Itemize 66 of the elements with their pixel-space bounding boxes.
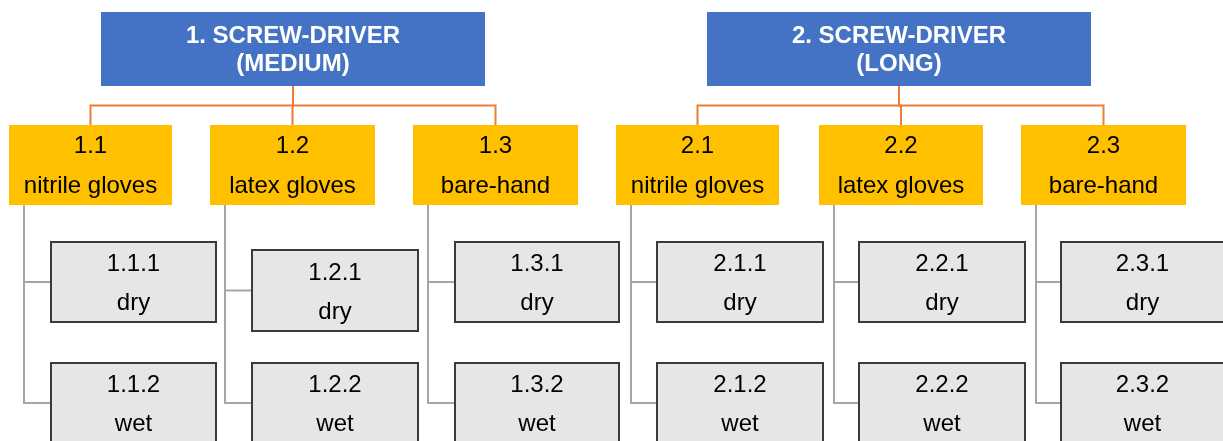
node-label: 2. SCREW-DRIVER (LONG)	[790, 21, 1008, 77]
condition-box	[1060, 241, 1223, 323]
node-label: wet	[316, 408, 354, 438]
item-number: 1.1.2	[106, 369, 161, 399]
item-number: 1.2	[275, 130, 310, 160]
item-number: 2.2.2	[915, 369, 969, 399]
node-label: wet	[114, 408, 153, 438]
node-label: wet	[721, 408, 759, 438]
item-number: 2.2	[884, 130, 918, 160]
condition-box	[50, 241, 217, 323]
category-box	[616, 125, 779, 205]
node-label: dry	[1125, 287, 1160, 317]
item-number: 2.3	[1086, 130, 1121, 160]
item-number: 2.3.1	[1115, 248, 1170, 278]
item-number: 1.2.1	[308, 256, 362, 287]
connector-line	[23, 204, 51, 404]
condition-box	[656, 362, 824, 441]
condition-box	[656, 241, 824, 323]
condition-box	[251, 249, 419, 332]
node-label: nitrile gloves	[630, 170, 765, 200]
node-label: wet	[1123, 408, 1162, 438]
node-label: bare-hand	[440, 170, 551, 200]
connector-line	[1035, 204, 1061, 404]
item-number: 1.2.2	[308, 369, 362, 399]
condition-box	[251, 362, 419, 441]
title-box	[707, 12, 1091, 86]
connector-line	[224, 204, 252, 404]
item-number: 1.3.2	[510, 369, 564, 399]
item-number: 2.2.1	[915, 248, 969, 278]
node-label: latex gloves	[837, 170, 965, 200]
item-number: 2.1	[680, 130, 715, 160]
node-label: wet	[518, 408, 556, 438]
category-box	[1021, 125, 1186, 205]
connector-line	[292, 85, 497, 126]
category-box	[413, 125, 578, 205]
node-label: dry	[116, 287, 151, 317]
node-label: wet	[923, 408, 961, 438]
item-number: 2.1.2	[713, 369, 767, 399]
item-number: 1.1	[73, 130, 108, 160]
category-box	[819, 125, 983, 205]
node-label: 1. SCREW-DRIVER (MEDIUM)	[184, 21, 402, 77]
condition-box	[50, 362, 217, 441]
condition-box	[1060, 362, 1223, 441]
item-number: 1.1.1	[106, 248, 161, 278]
connector-line	[833, 204, 859, 404]
connector-line	[630, 204, 657, 404]
node-label: dry	[723, 287, 757, 317]
item-number: 2.3.2	[1115, 369, 1170, 399]
condition-box	[858, 362, 1026, 441]
node-label: dry	[520, 287, 554, 317]
item-number: 2.1.1	[713, 248, 767, 278]
node-label: latex gloves	[229, 170, 356, 200]
title-box	[101, 12, 485, 86]
node-label: dry	[925, 287, 959, 317]
category-box	[210, 125, 375, 205]
item-number: 1.3	[478, 130, 513, 160]
node-label: bare-hand	[1048, 170, 1159, 200]
connector-line	[898, 85, 1105, 126]
condition-box	[454, 241, 620, 323]
node-label: dry	[318, 295, 352, 326]
category-box	[9, 125, 172, 205]
condition-box	[858, 241, 1026, 323]
item-number: 1.3.1	[510, 248, 564, 278]
condition-box	[454, 362, 620, 441]
node-label: nitrile gloves	[23, 170, 158, 200]
connector-line	[427, 204, 455, 404]
